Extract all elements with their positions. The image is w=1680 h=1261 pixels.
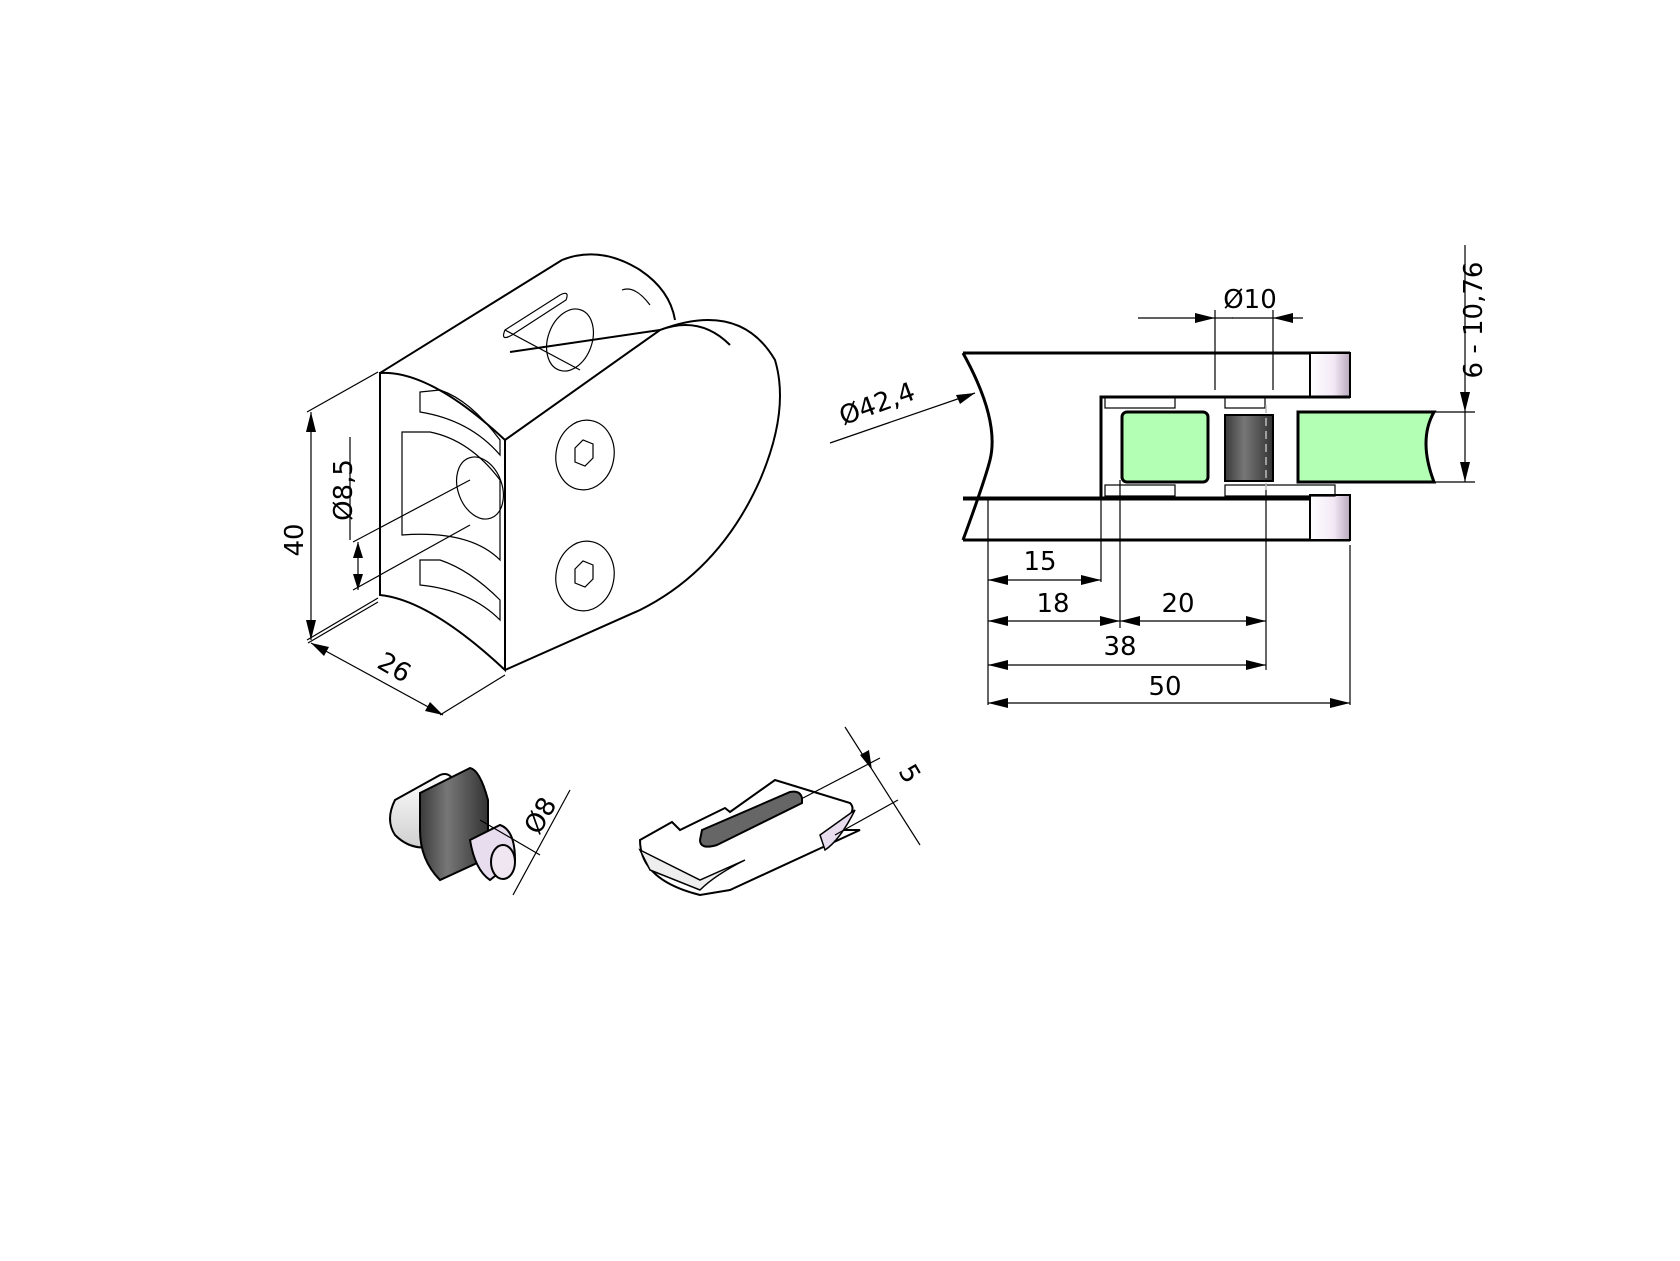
dim-label-10: Ø10: [1223, 285, 1277, 315]
iso-clamp-view: 40 Ø8,5 26: [280, 253, 781, 716]
dim-label-15: 15: [1023, 547, 1056, 577]
insert-view: 5: [638, 726, 926, 897]
boss-bottom: [1309, 494, 1351, 541]
dim-label-26: 26: [372, 647, 416, 690]
dim-label-20: 20: [1161, 589, 1194, 619]
dim-label-thickness: 6 - 10,76: [1459, 262, 1489, 379]
dim-line-5: [844, 726, 921, 846]
rear-hole: [621, 288, 651, 306]
glass-pane-left: [1120, 410, 1210, 484]
dim-label-38: 38: [1103, 632, 1136, 662]
screw-lower: [555, 540, 615, 612]
dim-label-5: 5: [892, 759, 926, 788]
gasket-top-left: [1104, 396, 1176, 409]
pin-view: Ø8: [389, 766, 571, 896]
dim-line-42-4: [829, 392, 976, 444]
dim-label-42-4: Ø42,4: [835, 377, 919, 432]
dim-label-18: 18: [1036, 589, 1069, 619]
dim-line-26: [310, 642, 444, 716]
pipe-saddle-curve: [961, 352, 994, 541]
section-view: Ø42,4 Ø10 6 - 10,76 15 18 20: [829, 245, 1489, 708]
screw-upper: [555, 419, 615, 491]
back-plate-top: [509, 324, 731, 353]
clamp-top-edge: [379, 253, 676, 374]
dim-label-8: Ø8: [519, 792, 563, 839]
rubber-sleeve: [1224, 414, 1274, 482]
lower-slot: [419, 559, 501, 622]
gasket-bottom-left: [1104, 484, 1176, 497]
dim-line-8: [512, 789, 571, 896]
middle-slot: [401, 431, 501, 562]
top-pin-hole: [546, 308, 594, 372]
boss-top: [1309, 352, 1351, 398]
top-slot: [502, 292, 568, 339]
inner-cavity: [1099, 395, 1350, 497]
clamp-side-face: [504, 319, 781, 671]
dim-label-40: 40: [280, 523, 310, 556]
upper-slot: [419, 389, 501, 457]
glass-pane-right: [1296, 410, 1437, 484]
insert-rubber-pad: [698, 790, 803, 848]
dim-label-8-5: Ø8,5: [329, 459, 359, 521]
front-pin-hole: [456, 456, 504, 520]
dim-label-50: 50: [1148, 672, 1181, 702]
slot-line: [504, 329, 581, 371]
